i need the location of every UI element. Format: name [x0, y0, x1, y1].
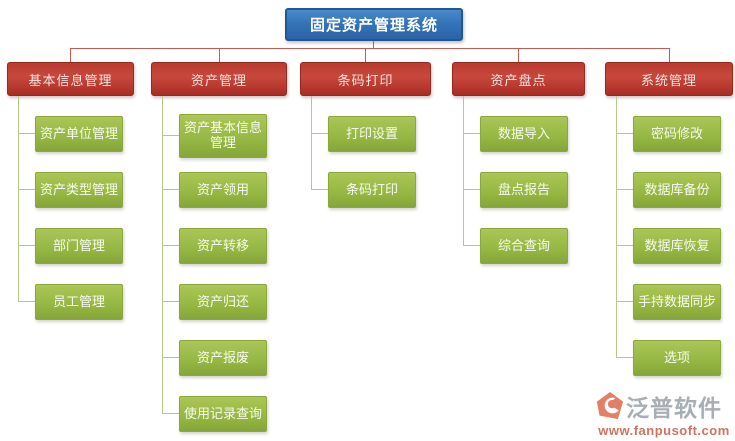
node-asset-unit-management: 资产单位管理 — [35, 116, 123, 152]
node-comprehensive-query: 综合查询 — [480, 228, 568, 264]
connector-branch2-stub — [162, 135, 179, 136]
node-password-change: 密码修改 — [633, 116, 721, 152]
branch-system-management: 系统管理 — [605, 62, 733, 96]
node-database-restore: 数据库恢复 — [633, 228, 721, 264]
connector-branch2-stub — [162, 301, 179, 302]
connector-drop-1 — [70, 48, 71, 62]
connector-branch1-stub — [18, 245, 35, 246]
watermark-brand-text: 泛普软件 — [626, 395, 722, 421]
node-options: 选项 — [633, 340, 721, 376]
node-asset-basic-info-management: 资产基本信息管理 — [179, 114, 267, 158]
connector-branch4-stub — [463, 189, 480, 190]
connector-branch2-stub — [162, 357, 179, 358]
connector-branch3-spine — [311, 96, 312, 190]
connector-branch1-stub — [18, 189, 35, 190]
connector-branch1-stub — [18, 301, 35, 302]
connector-drop-4 — [518, 48, 519, 62]
connector-drop-3 — [365, 48, 366, 62]
connector-branch5-stub — [616, 357, 633, 358]
connector-branch4-stub — [463, 245, 480, 246]
connector-branch2-stub — [162, 413, 179, 414]
connector-branch5-stub — [616, 301, 633, 302]
connector-branch2-spine — [162, 96, 163, 414]
node-inventory-report: 盘点报告 — [480, 172, 568, 208]
branch-barcode-printing: 条码打印 — [300, 62, 431, 96]
connector-branch2-stub — [162, 245, 179, 246]
connector-branch5-stub — [616, 245, 633, 246]
connector-drop-2 — [219, 48, 220, 62]
node-employee-management: 员工管理 — [35, 284, 123, 320]
branch-asset-inventory: 资产盘点 — [452, 62, 585, 96]
connector-branch1-spine — [18, 96, 19, 302]
node-asset-transfer: 资产转移 — [179, 228, 267, 264]
connector-branch4-spine — [463, 96, 464, 246]
root-node-fixed-asset-system: 固定资产管理系统 — [285, 8, 463, 41]
node-asset-type-management: 资产类型管理 — [35, 172, 123, 208]
connector-drop-5 — [669, 48, 670, 62]
node-asset-requisition: 资产领用 — [179, 172, 267, 208]
connector-top-rail — [70, 48, 669, 49]
connector-branch4-stub — [463, 133, 480, 134]
watermark: 泛普软件 www.fanpusoft.com — [596, 389, 732, 438]
node-department-management: 部门管理 — [35, 228, 123, 264]
watermark-url-text: www.fanpusoft.com — [598, 423, 730, 438]
connector-root-stem — [373, 41, 374, 48]
connector-branch3-stub — [311, 189, 328, 190]
node-usage-record-query: 使用记录查询 — [179, 396, 267, 432]
connector-branch1-stub — [18, 133, 35, 134]
connector-branch3-stub — [311, 133, 328, 134]
connector-branch5-stub — [616, 189, 633, 190]
node-data-import: 数据导入 — [480, 116, 568, 152]
node-barcode-print: 条码打印 — [328, 172, 416, 208]
fanpu-logo-icon — [596, 391, 624, 421]
branch-asset-management: 资产管理 — [151, 62, 287, 96]
node-asset-scrap: 资产报废 — [179, 340, 267, 376]
node-asset-return: 资产归还 — [179, 284, 267, 320]
node-print-settings: 打印设置 — [328, 116, 416, 152]
branch-basic-info-management: 基本信息管理 — [7, 62, 134, 96]
connector-branch2-stub — [162, 189, 179, 190]
node-database-backup: 数据库备份 — [633, 172, 721, 208]
connector-branch5-spine — [616, 96, 617, 358]
node-handheld-data-sync: 手持数据同步 — [633, 284, 721, 320]
connector-branch5-stub — [616, 133, 633, 134]
